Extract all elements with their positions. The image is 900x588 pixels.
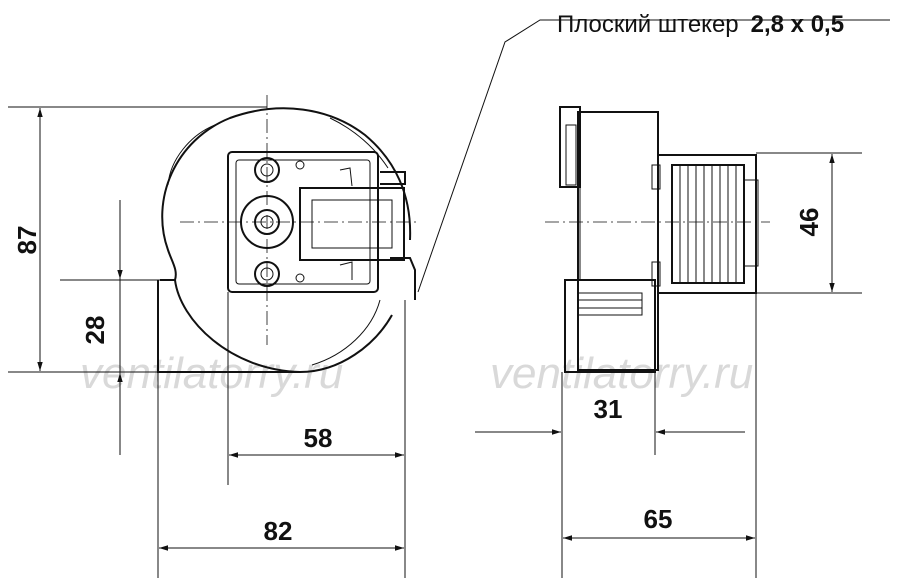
screw-bottom (254, 261, 280, 287)
watermark-left: ventilatorry.ru (80, 349, 343, 398)
flat-terminal (380, 171, 416, 300)
dim-58: 58 (229, 423, 404, 458)
side-housing (577, 111, 659, 371)
front-extension-lines (8, 106, 406, 578)
coil-bracket (339, 167, 353, 280)
callout-text: Плоский штекер 2,8 x 0,5 (557, 11, 844, 38)
dim-82: 82 (159, 516, 404, 551)
side-outlet (564, 279, 656, 373)
hole-small-2 (295, 273, 305, 283)
dim-28-label: 28 (80, 316, 110, 345)
scroll-inner-rib (167, 117, 389, 366)
side-flange-inner (565, 124, 577, 186)
dim-58-label: 58 (304, 423, 333, 453)
side-extension-lines (561, 152, 862, 578)
dim-28: 28 (80, 235, 123, 415)
coil-core (311, 199, 393, 249)
callout: Плоский штекер 2,8 x 0,5 (417, 11, 890, 293)
dim-65: 65 (563, 504, 755, 541)
hole-small-1 (295, 160, 305, 170)
side-motor (657, 154, 757, 294)
dim-82-label: 82 (264, 516, 293, 546)
dim-46: 46 (794, 154, 835, 292)
dim-87-label: 87 (12, 226, 42, 255)
callout-label: Плоский штекер (557, 11, 739, 38)
dim-46-label: 46 (794, 208, 824, 237)
dim-31-label: 31 (594, 394, 623, 424)
side-bracket (743, 179, 759, 267)
screw-top (254, 157, 280, 183)
callout-size: 2,8 x 0,5 (751, 11, 844, 38)
watermark-right: ventilatorry.ru (490, 349, 753, 398)
side-view (545, 106, 770, 373)
dim-87: 87 (12, 108, 43, 371)
front-view (157, 95, 420, 374)
dim-31: 31 (475, 394, 745, 435)
dim-65-label: 65 (644, 504, 673, 534)
callout-leader (417, 19, 890, 293)
side-outlet-inner (577, 292, 643, 316)
side-coil-windings (679, 165, 737, 283)
side-coil (671, 164, 745, 284)
coil-block (299, 187, 405, 261)
scroll-housing (160, 107, 412, 281)
